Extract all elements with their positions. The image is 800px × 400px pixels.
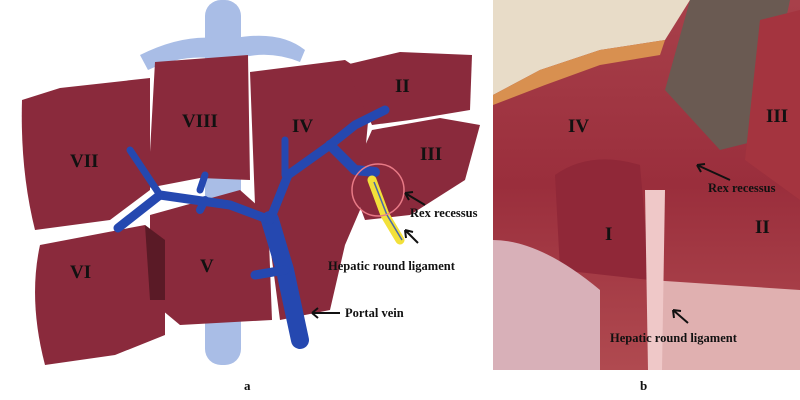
segment-ii: [345, 52, 472, 125]
segment-viii: [148, 55, 250, 188]
segment-vii: [21, 78, 150, 230]
drape: [493, 0, 690, 95]
segment-label-v: V: [200, 256, 214, 277]
segment-label-vi: VI: [70, 262, 91, 283]
photo-label-iii: III: [766, 106, 788, 127]
segment-vi-shadow: [145, 225, 165, 300]
arrow-icon: [311, 191, 426, 319]
segment-vi: [35, 225, 165, 365]
panel-label-b: b: [640, 378, 647, 393]
hepatic-vein-branches: [140, 35, 305, 70]
rex-recessus-circle: [351, 163, 405, 217]
segment-label-iv: IV: [292, 116, 313, 137]
segment-label-iii: III: [420, 144, 442, 165]
fat-edge: [493, 40, 665, 105]
photo-hepatic-round-ligament-label: Hepatic round ligament: [610, 331, 738, 345]
segment-v: [150, 190, 272, 325]
segment-label-ii: II: [395, 76, 410, 97]
arrow-icon: [672, 163, 731, 324]
hepatic-round-ligament-label: Hepatic round ligament: [328, 259, 456, 273]
panel-label-a: a: [244, 378, 251, 393]
stomach: [493, 240, 600, 370]
photo-label-iv: IV: [568, 116, 589, 137]
segment-label-vii: VII: [70, 151, 99, 172]
panel-a-diagram: II III IV V VI VII VIII Rex recessus Hep…: [21, 0, 480, 393]
photo-rex-recessus-label: Rex recessus: [708, 181, 776, 195]
photo-label-i: I: [605, 224, 612, 245]
segment-i-tissue: [555, 159, 650, 280]
omentum: [650, 280, 800, 370]
segment-iii-tissue: [745, 10, 800, 200]
segment-label-viii: VIII: [182, 111, 218, 132]
segment-iii: [350, 118, 480, 220]
round-ligament-photo: [645, 190, 665, 370]
panel-b-photo: IV III I II Rex recessus Hepatic round l…: [493, 0, 800, 393]
rex-recessus-label: Rex recessus: [410, 206, 478, 220]
photo-label-ii: II: [755, 217, 770, 238]
portal-vein-label: Portal vein: [345, 306, 404, 320]
portal-vein: [113, 105, 390, 349]
